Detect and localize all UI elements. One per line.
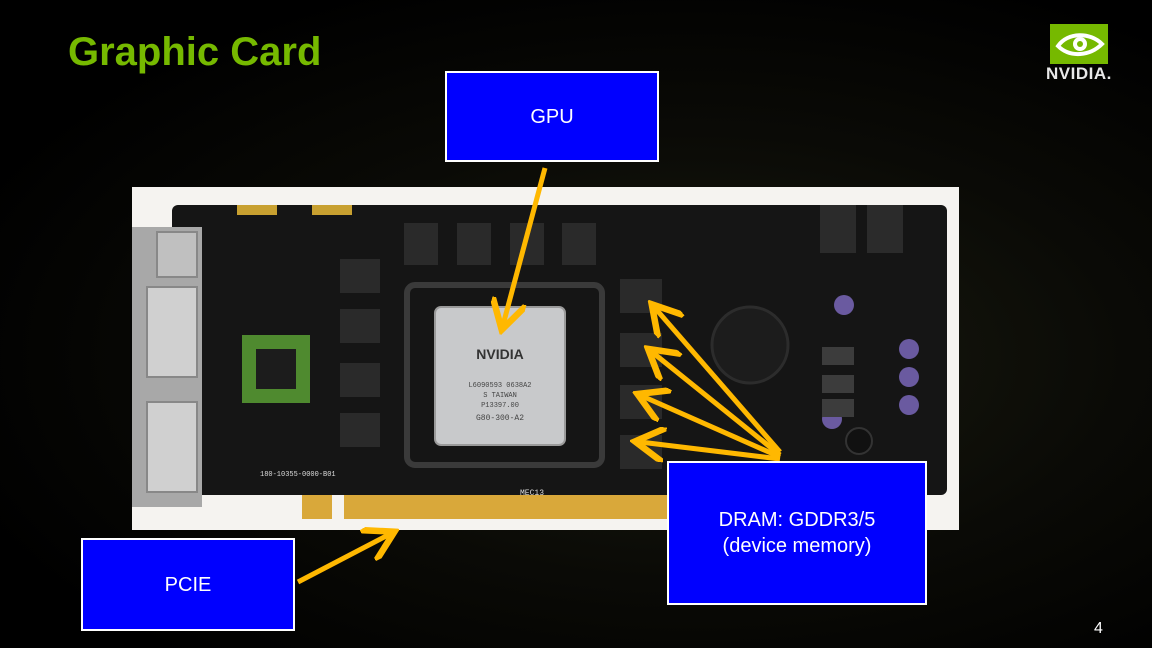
inductor — [822, 347, 854, 365]
gpu-callout: GPU — [445, 71, 659, 162]
capacitor — [899, 367, 919, 387]
memory-chip — [562, 223, 596, 265]
memory-chip — [340, 309, 380, 343]
gpu-marking: G80-300-A2 — [476, 414, 524, 423]
dvi-port — [146, 286, 198, 378]
memory-chip — [340, 363, 380, 397]
memory-chip — [620, 333, 662, 367]
tv-out-port — [156, 231, 198, 278]
gpu-chip — [434, 306, 566, 446]
memory-chip — [340, 413, 380, 447]
gpu-marking: L6090593 0638A2 — [468, 382, 531, 390]
page-number: 4 — [1094, 620, 1103, 637]
buzzer — [845, 427, 873, 455]
sli-connector — [237, 205, 277, 215]
pcb-mark-label: MEC13 — [520, 489, 544, 498]
pcie-arrow — [296, 534, 390, 585]
power-connector — [867, 205, 903, 253]
pcie-gold-fingers — [302, 495, 722, 519]
dram-callout: DRAM: GDDR3/5 (device memory) — [667, 461, 927, 605]
gpu-marking: P13397.00 — [481, 402, 519, 410]
inductor — [822, 399, 854, 417]
memory-chip — [404, 223, 438, 265]
pcb-code-label: 180-10355-0000-B01 — [260, 471, 336, 479]
memory-chip — [340, 259, 380, 293]
memory-chip — [620, 435, 662, 469]
memory-chip — [510, 223, 544, 265]
capacitor — [899, 395, 919, 415]
pcie-callout: PCIE — [81, 538, 295, 631]
gpu-marking: S TAIWAN — [483, 392, 517, 400]
dvi-port — [146, 401, 198, 493]
nvidia-logo-icon — [1050, 24, 1108, 64]
power-connector — [820, 205, 856, 253]
capacitor — [899, 339, 919, 359]
slide-title: Graphic Card — [68, 30, 322, 74]
capacitor — [834, 295, 854, 315]
memory-chip — [620, 385, 662, 419]
gpu-brand-label: NVIDIA — [476, 346, 523, 362]
logo-wordmark: NVIDIA. — [1046, 64, 1112, 83]
sli-connector — [312, 205, 352, 215]
memory-chip — [620, 279, 662, 313]
inductor — [822, 375, 854, 393]
memory-chip — [457, 223, 491, 265]
